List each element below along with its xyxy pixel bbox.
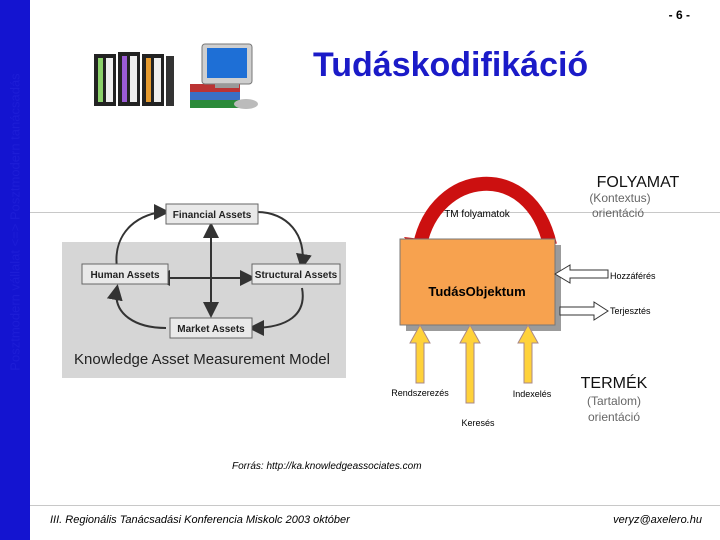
kam-arrow xyxy=(106,284,167,329)
kereses-arrow xyxy=(459,323,481,404)
terjesztes-label: Terjesztés xyxy=(610,306,651,316)
books-computer-icon xyxy=(94,43,258,109)
kontextus-label: (Kontextus) xyxy=(589,191,650,205)
folyamat-label: FOLYAMAT xyxy=(597,174,680,191)
sidebar-title: Posztmodern vállalat <=> Posztmodern tan… xyxy=(7,73,23,371)
computer-icon xyxy=(190,43,258,109)
feedback-arc-arrow xyxy=(413,176,557,247)
human-assets-label: Human Assets xyxy=(90,270,160,281)
tudasobjektum-box xyxy=(399,238,556,326)
footer-conference: III. Regionális Tanácsadási Konferencia … xyxy=(50,514,350,526)
human-assets-box xyxy=(81,263,169,285)
process-diagram: TM folyamatok TudásObjektum FOLYAMAT (Ko… xyxy=(391,174,680,428)
tartalom-label: (Tartalom) xyxy=(587,394,641,408)
kam-arrow xyxy=(256,211,312,270)
page-title: Tudáskodifikáció xyxy=(313,46,589,84)
tartalom-orientacio-label: orientáció xyxy=(588,410,640,424)
structural-assets-box xyxy=(251,263,341,285)
books-icon xyxy=(94,52,174,106)
structural-assets-label: Structural Assets xyxy=(255,270,338,281)
kam-model-diagram: Financial Assets Human Assets Structural… xyxy=(62,203,346,378)
tudasobjektum-label: TudásObjektum xyxy=(428,284,525,299)
hozzaferes-arrow xyxy=(554,264,609,284)
hozzaferes-label: Hozzáférés xyxy=(610,271,656,281)
financial-assets-box xyxy=(165,203,259,225)
kam-caption: Knowledge Asset Measurement Model xyxy=(74,351,330,368)
tm-folyamatok-label: TM folyamatok xyxy=(444,209,511,220)
kam-arrow xyxy=(248,287,304,336)
top-rule xyxy=(30,212,720,213)
termek-label: TERMÉK xyxy=(581,373,648,392)
source-citation: Forrás: http://ka.knowledgeassociates.co… xyxy=(232,461,422,472)
rendszerezes-label: Rendszerezés xyxy=(391,388,449,398)
kereses-label: Keresés xyxy=(461,418,495,428)
terjesztes-arrow xyxy=(559,301,609,321)
footer-email: veryz@axelero.hu xyxy=(613,514,702,526)
market-assets-label: Market Assets xyxy=(177,324,245,335)
indexeles-label: Indexelés xyxy=(513,389,552,399)
page-number: - 6 - xyxy=(668,8,690,22)
financial-assets-label: Financial Assets xyxy=(173,210,252,221)
sidebar-bar xyxy=(0,0,30,540)
rendszerezes-arrow xyxy=(409,323,431,384)
kontextus-orientacio-label: orientáció xyxy=(592,206,644,220)
market-assets-box xyxy=(169,317,253,339)
kam-arrow xyxy=(115,204,170,269)
indexeles-arrow xyxy=(517,323,539,384)
footer-rule xyxy=(30,505,720,506)
